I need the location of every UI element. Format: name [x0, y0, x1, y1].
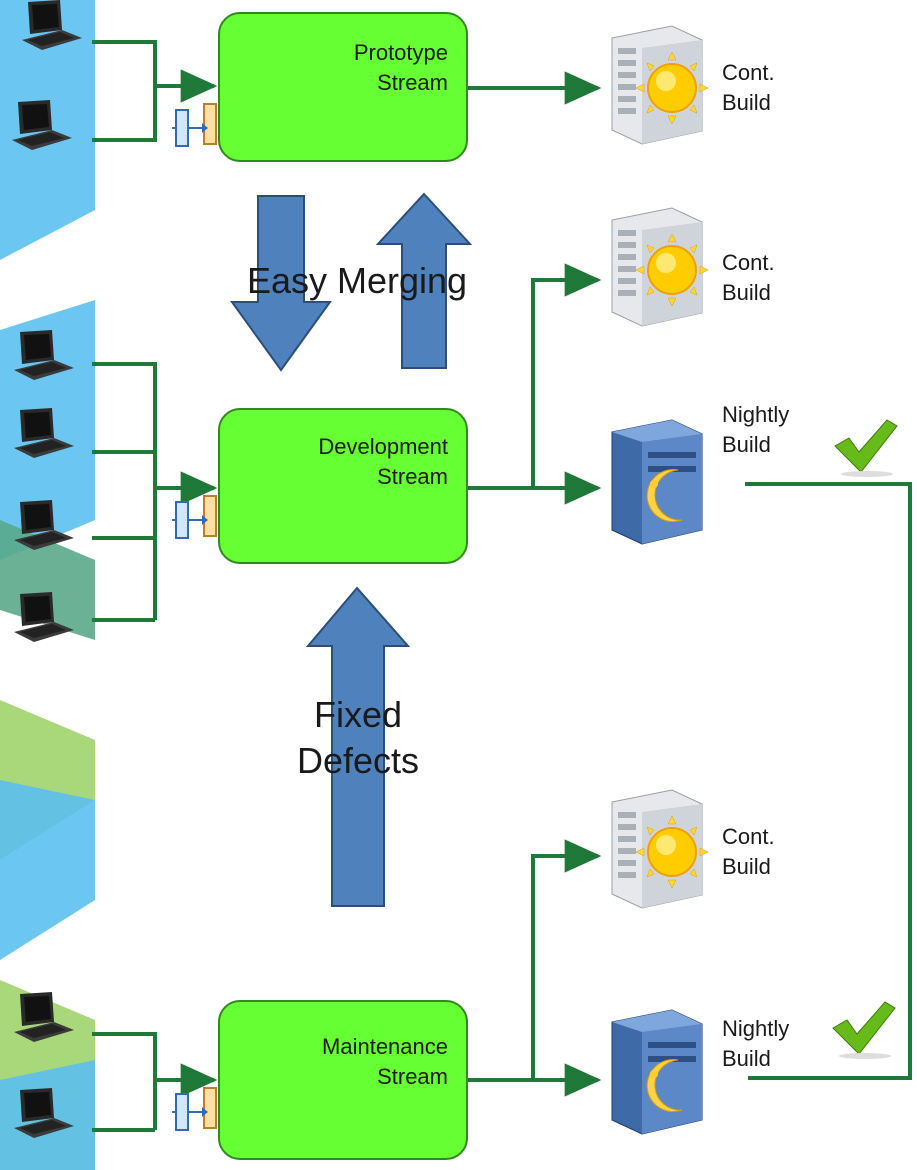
checkmark-icon: [834, 419, 898, 478]
merge-icon: [171, 1087, 217, 1131]
nightly-build-server-icon: [611, 419, 703, 545]
cont-build-server-icon: [611, 25, 709, 145]
big-arrows: [230, 192, 473, 907]
fixed-defects-label: Fixed Defects: [296, 694, 420, 781]
merge-up-arrow: [375, 192, 473, 369]
maintenance-stream-box: Maintenance Stream: [218, 1000, 468, 1160]
merge-icon: [171, 103, 217, 147]
maintenance-nightly-build-label: Nightly Build: [722, 1016, 790, 1071]
development-cont-build-label: Cont. Build: [722, 250, 775, 305]
nightly-build-server-icon: [611, 1009, 703, 1135]
merge-down-arrow: [230, 195, 332, 372]
checkmark-icon: [832, 1001, 896, 1060]
build-connectors: [468, 71, 912, 1097]
cont-build-server-icon: [611, 789, 709, 909]
easy-merging-label: Easy Merging: [246, 260, 468, 301]
maintenance-stream-label: Maintenance Stream: [322, 1034, 448, 1089]
prototype-stream-label: Prototype Stream: [353, 40, 448, 95]
merge-icon: [171, 495, 217, 539]
prototype-stream-box: Prototype Stream: [218, 12, 468, 162]
development-stream-box: Development Stream: [218, 408, 468, 564]
prototype-cont-build-label: Cont. Build: [722, 60, 775, 115]
development-stream-label: Development Stream: [318, 434, 448, 489]
maintenance-cont-build-label: Cont. Build: [722, 824, 775, 879]
laptop-connectors: [92, 40, 218, 1132]
fixed-defects-arrow: [305, 586, 411, 907]
development-nightly-build-label: Nightly Build: [722, 402, 790, 457]
cont-build-server-icon: [611, 207, 709, 327]
